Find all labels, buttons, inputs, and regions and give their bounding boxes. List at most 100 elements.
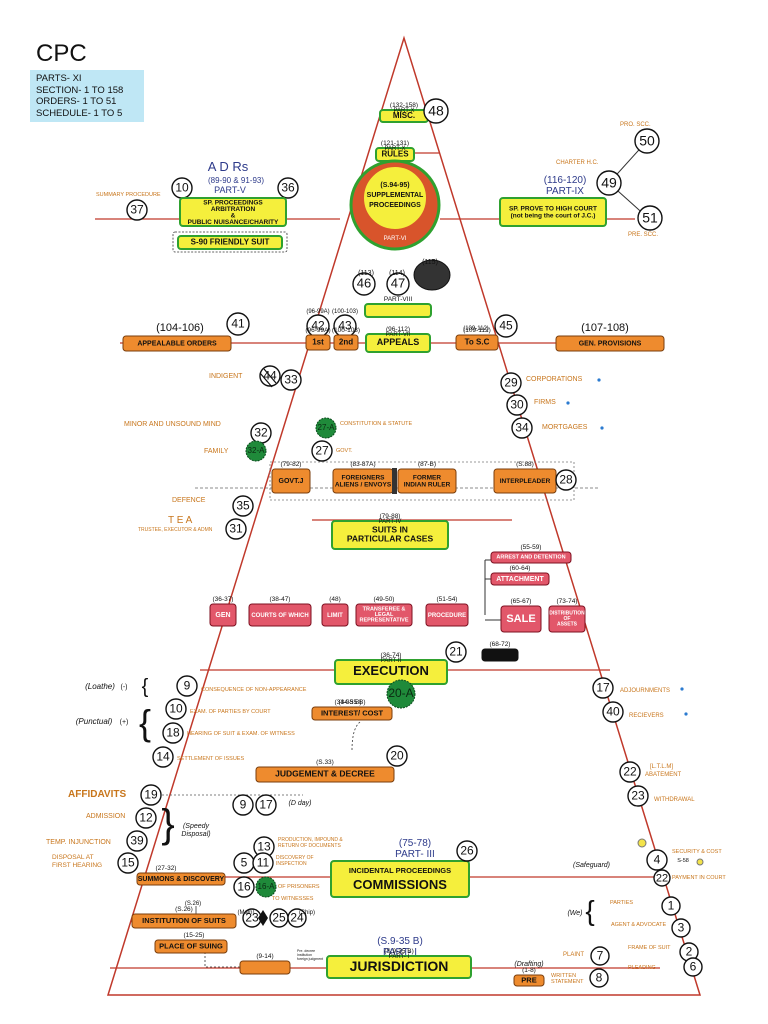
adjournments-label: ADJOURNMENTS — [620, 688, 670, 694]
security-label: SECURITY & COST — [672, 849, 722, 855]
procedure-box — [425, 603, 469, 627]
courts-label: COURTS OF WHICH — [251, 613, 308, 619]
second-box — [333, 334, 359, 351]
hatched-mark — [259, 368, 277, 388]
circle-number-23: 23 — [631, 789, 645, 803]
arrest-label: ARREST AND DETENTION — [496, 555, 565, 561]
misc-section: (132-158) — [390, 102, 418, 109]
info-box: PARTS- XI SECTION- 1 TO 158 ORDERS- 1 TO… — [30, 70, 144, 122]
limit-label: LIMIT — [327, 613, 343, 619]
receivers-label: RECIEVERS — [629, 713, 664, 719]
circle-number-43: 43 — [338, 319, 352, 333]
govt-box — [271, 468, 311, 494]
circle-number-49: 49 — [601, 174, 617, 190]
suits-part-section: (79-88) — [380, 513, 401, 520]
limit-section: (48) — [329, 596, 341, 603]
circle-49 — [596, 170, 622, 196]
circle-number-16: 16 — [237, 880, 251, 894]
first-label: 1st — [312, 338, 324, 347]
sale-label: SALE — [506, 613, 535, 625]
green-circle-label-32-A: 32-A — [248, 446, 266, 455]
circle-number-24: 24 — [290, 911, 304, 925]
place-label: PLACE OF SUING — [159, 941, 223, 950]
circle-number-27: 27 — [315, 444, 329, 458]
govt-section: (79-82) — [281, 461, 302, 468]
mortgages-label: MORTGAGES — [542, 424, 588, 431]
circle-number-36: 36 — [281, 181, 295, 195]
small-face-icon-2 — [696, 858, 704, 866]
part9-sections: (116-120) — [544, 175, 587, 186]
circle-33 — [280, 369, 302, 391]
incidental-label: INCIDENTAL PROCEEDINGS — [349, 866, 451, 875]
circle-48 — [423, 98, 449, 124]
s26-label: (S.26) — [185, 901, 201, 907]
circle-number-18: 18 — [166, 726, 180, 740]
summary-procedure: SUMMARY PROCEDURE — [96, 192, 161, 198]
pre-section: (1-8) — [522, 967, 536, 974]
appeals-label: APPEALS — [377, 337, 420, 347]
circle-number-45: 45 — [499, 319, 513, 333]
s107-108-label: (107-108) — [581, 322, 629, 334]
circle-8 — [589, 968, 609, 988]
courts-box — [248, 603, 312, 627]
payment-label: PAYMENT IN COURT — [672, 875, 726, 881]
suits-part-part: PART-IV — [379, 519, 402, 525]
circle-number-21: 21 — [449, 645, 463, 659]
suits-part-box — [331, 520, 449, 550]
transferee-section: (49-50) — [374, 596, 395, 603]
s113-label: (113) — [358, 270, 374, 277]
distribution-section: (73-74) — [557, 598, 578, 605]
interest-arrow — [351, 721, 361, 751]
circle-number-6: 6 — [690, 960, 697, 974]
green-circle-20-A — [386, 679, 416, 709]
brace-1: { — [142, 676, 149, 698]
friendly-suit-frame — [172, 231, 288, 253]
box914-section: (9-14) — [256, 953, 273, 960]
pointer-dot — [680, 687, 684, 691]
circle-22 — [619, 761, 641, 783]
consequence-label: CONSEQUENCE OF NON-APPEARANCE — [201, 687, 307, 693]
circle-17 — [592, 677, 614, 699]
adrs-sections: (89-90 & 91-93) — [208, 176, 264, 185]
brace-2: { — [139, 702, 151, 743]
circle-number-9: 9 — [240, 798, 247, 812]
circle-26 — [456, 840, 478, 862]
circle-9 — [176, 675, 198, 697]
defence-label: DEFENCE — [172, 497, 206, 504]
black68-box — [481, 648, 519, 662]
pro-scc-label: PRO. SCC. — [620, 122, 651, 128]
foreigners-section: (83-87A) — [350, 461, 375, 468]
institution-label: INSTITUTION OF SUITS — [142, 916, 226, 925]
ship-label: (Ship) — [299, 910, 315, 916]
jurisdiction-part: PART- I — [389, 954, 410, 960]
circle-47 — [386, 272, 410, 296]
witnesses-label: TO WITNESSES — [272, 896, 314, 902]
info-parts: PARTS- XI — [36, 73, 82, 84]
supplemental-inner — [362, 165, 428, 231]
circle-number-37: 37 — [130, 203, 144, 217]
execution-label: EXECUTION — [353, 663, 429, 678]
sp-prove-label: SP. PROVE TO HIGH COURT(not being the co… — [509, 205, 597, 219]
interest-label: INTEREST/ COST — [321, 708, 384, 717]
place-section: (15-25) — [184, 932, 205, 939]
constitution-label: CONSTITUTION & STATUTE — [340, 421, 413, 427]
green-circle-label-16-A: 16-A — [258, 882, 276, 891]
minor-unsound-label: MINOR AND UNSOUND MIND — [124, 421, 221, 428]
sc-label: To S.C — [465, 338, 490, 347]
divider-bar — [392, 468, 397, 494]
part9-label: PART-IX — [546, 186, 584, 197]
sp-proc-box — [179, 197, 287, 227]
incidental-section: (75-78) — [399, 838, 431, 849]
circle-number-1: 1 — [668, 899, 675, 913]
circle-number-40: 40 — [606, 705, 620, 719]
we-label: (We) — [567, 910, 582, 917]
circle-37 — [126, 199, 148, 221]
minus-label: (-) — [121, 684, 128, 691]
summons-section: (27-32) — [156, 865, 177, 872]
part4-frame — [269, 461, 575, 501]
circle-10 — [165, 698, 187, 720]
circle-number-23: 23 — [245, 911, 259, 925]
